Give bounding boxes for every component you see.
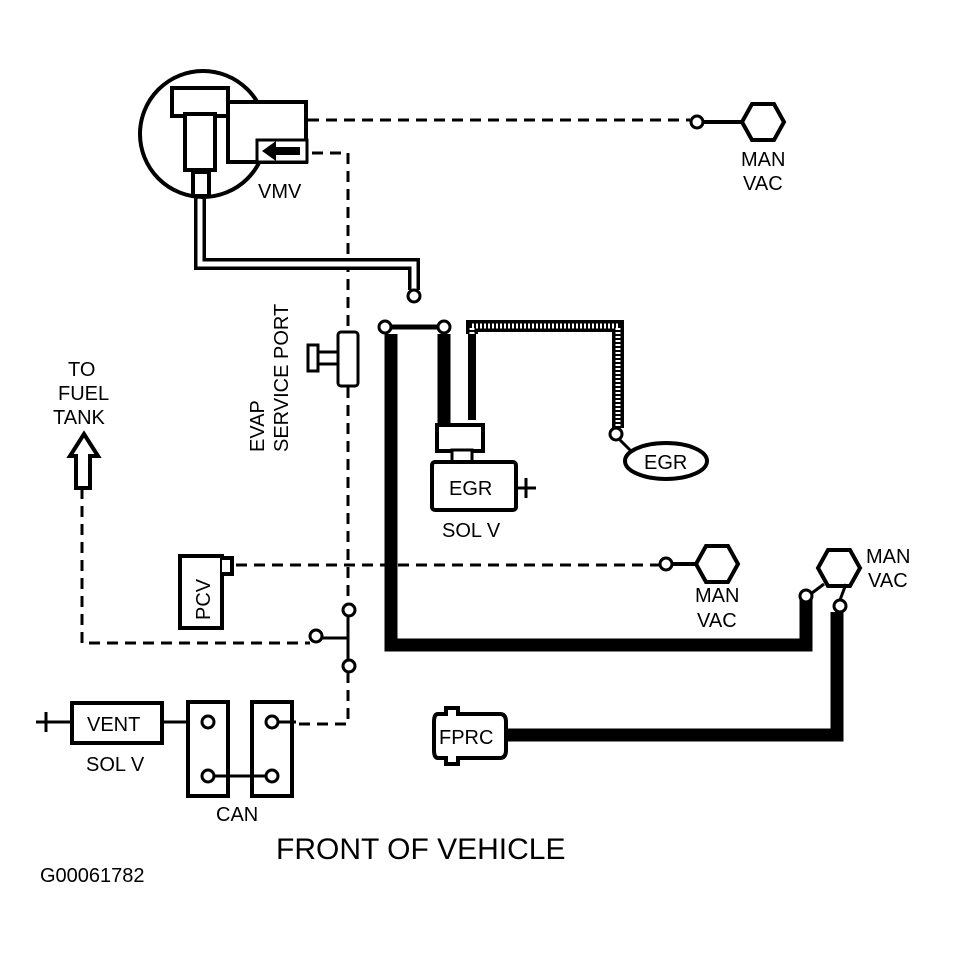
hose-vmv-to-egr-inner [197, 196, 417, 290]
man-vac-right-label-2: VAC [868, 570, 908, 592]
vmv-outlet [191, 170, 211, 198]
fprc: FPRC [432, 706, 508, 766]
man-vac-top-label-2: VAC [743, 173, 783, 195]
vent-solenoid: VENT SOL V [36, 701, 188, 776]
evap-label-2: SERVICE PORT [271, 304, 293, 452]
man-vac-mid-label-2: VAC [697, 610, 737, 632]
evap-service-port: EVAP SERVICE PORT [247, 304, 360, 452]
fuel-tank-label-1: TO [68, 359, 95, 381]
man-vac-top-label-1: MAN [741, 149, 785, 171]
fuel-tank-arrow-icon [66, 430, 102, 490]
fuel-tank-label-2: FUEL [58, 383, 109, 405]
egr-solenoid: EGR SOL V [430, 423, 536, 542]
hose-vmv-down-main [312, 151, 350, 606]
vmv-valve: VMV [138, 69, 309, 203]
man-vac-mid-hex-icon [693, 544, 741, 584]
heavy-hoses [384, 334, 844, 742]
hose-egr-valve-outer [466, 320, 624, 428]
pcv-valve: PCV [178, 554, 234, 630]
fprc-label: FPRC [439, 727, 493, 749]
vent-body [70, 701, 164, 745]
vmv-label: VMV [258, 181, 302, 203]
tee-fitting-can [308, 602, 357, 674]
egr-sol-fitting [435, 423, 485, 453]
can-label: CAN [216, 804, 258, 826]
to-fuel-tank: TO FUEL TANK [53, 359, 109, 490]
hose-manifold-main [384, 334, 813, 652]
vent-sol-v-label: SOL V [86, 754, 145, 776]
egr-valve: EGR [608, 426, 709, 481]
egr-sol-body [430, 460, 518, 512]
dashed-hoses [80, 118, 690, 726]
man-vac-top-hex-icon [739, 102, 787, 142]
fuel-tank-label-3: TANK [53, 407, 106, 429]
vmv-arrow-icon [262, 141, 300, 161]
vent-terminal-icon [36, 712, 72, 732]
hose-egr-valve-texture [469, 323, 621, 428]
hose-fprc [506, 612, 844, 742]
hose-fuel-tank [80, 488, 310, 645]
figure-code: G00061782 [40, 865, 145, 887]
man-vac-right-hex-icon [815, 548, 863, 588]
egr-sol-terminal-icon [516, 478, 536, 498]
man-vac-mid-label-1: MAN [695, 585, 739, 607]
hose-vmv-to-egr-outer [194, 196, 420, 290]
man-vac-right-label-1: MAN [866, 546, 910, 568]
pcv-nozzle [222, 556, 234, 576]
pcv-body [178, 554, 224, 630]
evap-label-1: EVAP [247, 400, 269, 452]
evap-port-body [336, 330, 360, 388]
front-of-vehicle-label: FRONT OF VEHICLE [276, 833, 565, 866]
vmv-top-block [170, 86, 230, 118]
canister: CAN [186, 700, 296, 826]
egr-sol-label: EGR [449, 478, 492, 500]
man-vac-top: MAN VAC [689, 102, 787, 195]
egr-valve-body [623, 441, 709, 481]
egr-valve-label: EGR [644, 452, 687, 474]
man-vac-mid: MAN VAC [658, 544, 741, 632]
hose-tee-to-can [294, 672, 350, 726]
tee-fitting-egr [377, 288, 452, 335]
man-vac-right: MAN VAC [798, 546, 910, 614]
fprc-body [432, 706, 508, 766]
egr-sol-v-label: SOL V [442, 520, 501, 542]
vent-label: VENT [87, 714, 140, 736]
vmv-stem [183, 112, 217, 172]
pcv-label: PCV [193, 578, 215, 620]
